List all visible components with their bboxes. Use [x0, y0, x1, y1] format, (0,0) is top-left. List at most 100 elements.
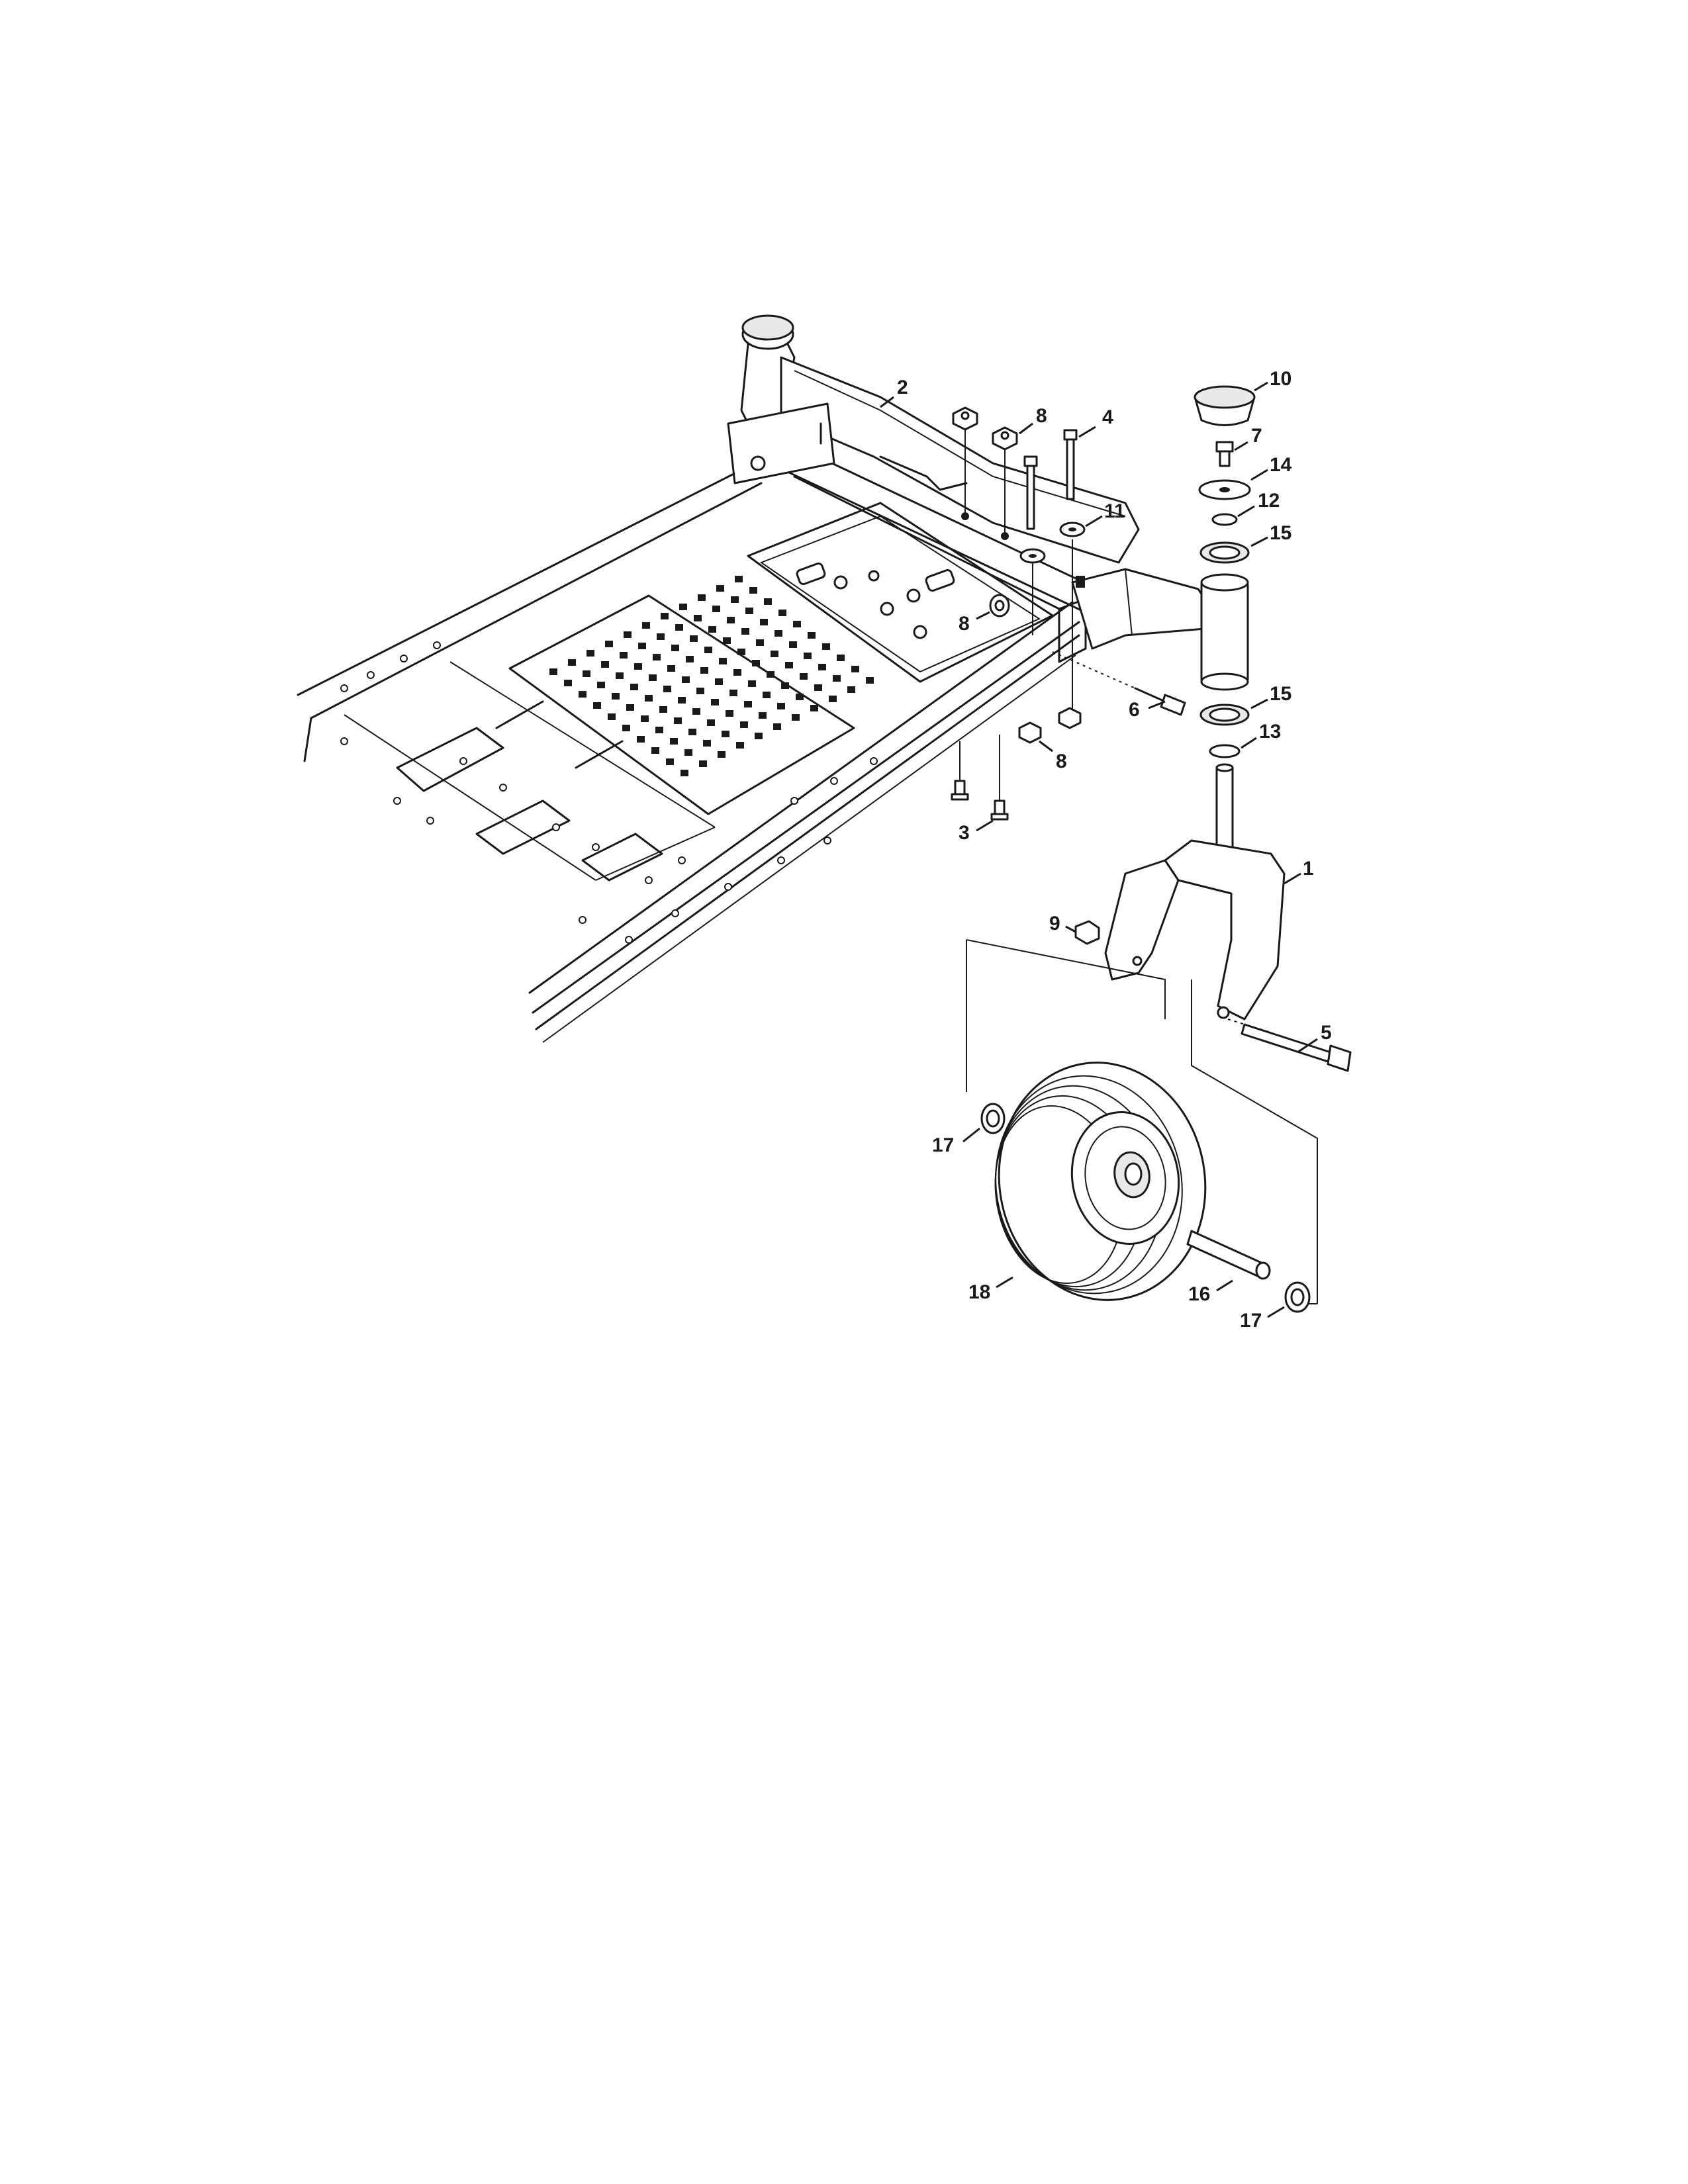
- grid-perforation: [642, 622, 650, 629]
- grid-perforation: [612, 693, 620, 700]
- grid-perforation: [661, 613, 669, 619]
- callout-2: 2: [897, 377, 908, 398]
- frame-hole: [777, 856, 785, 864]
- frame-hole: [579, 916, 586, 924]
- frame-hole: [830, 777, 838, 785]
- grid-perforation: [645, 695, 653, 702]
- callout-14: 14: [1270, 454, 1292, 476]
- grid-perforation: [703, 740, 711, 747]
- grid-perforation: [781, 682, 789, 689]
- grid-perforation: [755, 733, 763, 739]
- callout-17-left: 17: [932, 1134, 954, 1156]
- axle-bolt-5: [1227, 1019, 1352, 1072]
- frame-hole: [625, 936, 633, 944]
- grid-perforation: [641, 715, 649, 722]
- grid-perforation: [682, 676, 690, 683]
- dust-cap-10: [1194, 385, 1256, 426]
- callout-6: 6: [1129, 699, 1140, 721]
- grid-perforation: [671, 645, 679, 651]
- callout-4: 4: [1102, 406, 1113, 428]
- grid-perforation: [749, 587, 757, 594]
- grid-perforation: [649, 674, 657, 681]
- grid-perforation: [748, 680, 756, 687]
- frame-hole: [459, 757, 467, 765]
- grid-perforation: [716, 585, 724, 592]
- callout-12: 12: [1258, 490, 1280, 512]
- grid-perforation: [731, 596, 739, 603]
- grid-perforation: [638, 643, 646, 649]
- grid-perforation: [674, 717, 682, 724]
- grid-perforation: [729, 690, 737, 696]
- carriage-bolt-4: [1063, 429, 1078, 500]
- grid-perforation: [833, 675, 841, 682]
- grid-perforation: [773, 723, 781, 730]
- grid-perforation: [568, 659, 576, 666]
- grid-perforation: [744, 701, 752, 707]
- callout-17-right: 17: [1240, 1310, 1262, 1332]
- grid-perforation: [767, 671, 774, 678]
- grid-perforation: [626, 704, 634, 711]
- grid-perforation: [637, 736, 645, 743]
- grid-perforation: [630, 684, 638, 690]
- grid-perforation: [678, 697, 686, 704]
- frame-hole: [367, 671, 375, 679]
- frame-hole: [552, 823, 560, 831]
- grid-perforation: [634, 663, 642, 670]
- grid-perforation: [727, 617, 735, 623]
- grid-perforation: [745, 608, 753, 614]
- frame-hole: [499, 784, 507, 792]
- grid-perforation: [622, 725, 630, 731]
- callout-3: 3: [959, 822, 970, 844]
- grid-perforation: [822, 643, 830, 650]
- grid-perforation: [851, 666, 859, 672]
- callout-13: 13: [1259, 721, 1281, 743]
- frame-hole: [426, 817, 434, 825]
- grid-perforation: [735, 576, 743, 582]
- grid-perforation: [804, 653, 812, 659]
- frame-hole: [340, 737, 348, 745]
- callout-10: 10: [1270, 368, 1291, 390]
- grid-perforation: [688, 729, 696, 735]
- callout-15-top: 15: [1270, 522, 1291, 544]
- grid-perforation: [756, 639, 764, 646]
- grid-perforation: [605, 641, 613, 647]
- grid-perforation: [624, 631, 632, 638]
- grid-perforation: [712, 606, 720, 612]
- hex-nut-8-upper: [992, 426, 1018, 540]
- grid-perforation: [778, 610, 786, 616]
- callout-11: 11: [1104, 500, 1125, 522]
- grid-perforation: [680, 770, 688, 776]
- grid-perforation: [597, 682, 605, 688]
- grid-perforation: [785, 662, 793, 668]
- grid-perforation: [796, 694, 804, 700]
- grid-perforation: [733, 669, 741, 676]
- grid-perforation: [593, 702, 601, 709]
- callout-1: 1: [1303, 858, 1314, 880]
- frame-hole: [678, 856, 686, 864]
- grid-perforation: [764, 598, 772, 605]
- grid-perforation: [736, 742, 744, 749]
- perforated-floor-grid: [549, 576, 874, 776]
- grid-perforation: [810, 705, 818, 711]
- grid-perforation: [814, 684, 822, 691]
- grid-perforation: [579, 691, 586, 698]
- mower-frame: [297, 314, 1249, 1043]
- grid-perforation: [818, 664, 826, 670]
- grid-perforation: [653, 654, 661, 660]
- grid-perforation: [808, 632, 816, 639]
- grid-perforation: [715, 678, 723, 685]
- grid-perforation: [699, 760, 707, 767]
- grid-perforation: [586, 650, 594, 657]
- grid-perforation: [616, 672, 624, 679]
- frame-hole: [870, 757, 878, 765]
- grid-perforation: [700, 667, 708, 674]
- frame-hole: [823, 837, 831, 844]
- callout-9: 9: [1049, 913, 1060, 934]
- grid-perforation: [741, 628, 749, 635]
- grid-perforation: [722, 731, 729, 737]
- grid-perforation: [608, 713, 616, 720]
- grid-perforation: [549, 668, 557, 675]
- grid-perforation: [771, 651, 778, 657]
- callout-15-bottom: 15: [1270, 683, 1291, 705]
- grid-perforation: [620, 652, 628, 659]
